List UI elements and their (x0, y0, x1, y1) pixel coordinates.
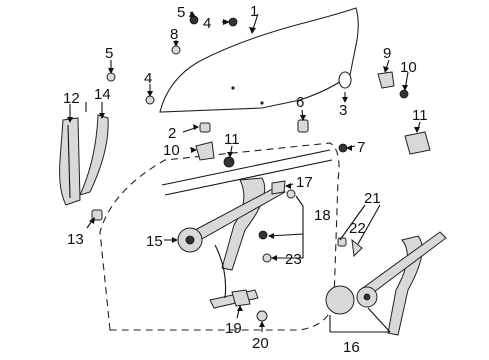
callout-10: 10 (400, 59, 417, 76)
callout-19: 19 (225, 320, 242, 337)
rear-channel-inner (67, 124, 71, 199)
clip-part (189, 15, 199, 25)
callout-18: 18 (314, 207, 331, 224)
nut-part (297, 119, 309, 133)
glass-hole (260, 101, 264, 105)
regulator-motor-hub (185, 235, 195, 245)
bolt-part (399, 89, 409, 99)
nut-part (223, 156, 235, 168)
clip-part (171, 45, 181, 55)
glass-hole (231, 86, 235, 90)
nut-part (338, 143, 348, 153)
clip-part (145, 95, 155, 105)
drive-cable (351, 238, 363, 258)
callout-5: 5 (105, 45, 113, 62)
bolt-part (256, 310, 268, 322)
callout-16: 16 (343, 339, 360, 356)
door-outline (99, 142, 340, 331)
callout-14: 14 (94, 86, 111, 103)
guide-part (404, 131, 431, 155)
callout-3: 3 (339, 102, 347, 119)
bolt-part (199, 122, 211, 133)
regulator-motor-hub (363, 293, 371, 301)
callout-17: 17 (296, 174, 313, 191)
callout-4: 4 (203, 15, 211, 32)
callout-11: 11 (412, 107, 428, 124)
clip-part (228, 17, 238, 27)
callout-21: 21 (364, 190, 381, 207)
connector-part (337, 237, 347, 247)
callout-1: 1 (250, 3, 258, 20)
washer-part (262, 253, 272, 263)
callout-4: 4 (144, 70, 152, 87)
callout-2: 2 (168, 125, 176, 142)
callout-9: 9 (383, 45, 391, 62)
callout-22: 22 (349, 220, 366, 237)
front-channel (79, 114, 109, 196)
callout-23: 23 (285, 251, 302, 268)
callout-7: 7 (357, 139, 365, 156)
callout-6: 6 (296, 94, 304, 111)
guide-part (377, 71, 395, 89)
bracket-part (231, 289, 251, 307)
rear-channel (59, 117, 81, 206)
callout-15: 15 (146, 233, 163, 250)
door-rail (161, 149, 331, 186)
door-rail (164, 159, 333, 196)
washer-part (258, 230, 268, 240)
callout-13: 13 (67, 231, 84, 248)
washer-part (286, 189, 296, 199)
callout-12: 12 (63, 90, 80, 107)
callout-5: 5 (177, 4, 185, 21)
callout-20: 20 (252, 335, 269, 352)
regulator-motor-right (325, 285, 355, 315)
callout-8: 8 (170, 26, 178, 43)
clip-part (106, 72, 116, 82)
stopper-part (338, 71, 352, 89)
bracket-part (195, 141, 215, 161)
callout-10: 10 (163, 142, 180, 159)
lift-bracket (271, 180, 286, 195)
arrow-heads (67, 11, 420, 327)
regulator-arm (214, 244, 227, 299)
door-glass (159, 7, 359, 113)
callout-11: 11 (224, 131, 240, 148)
